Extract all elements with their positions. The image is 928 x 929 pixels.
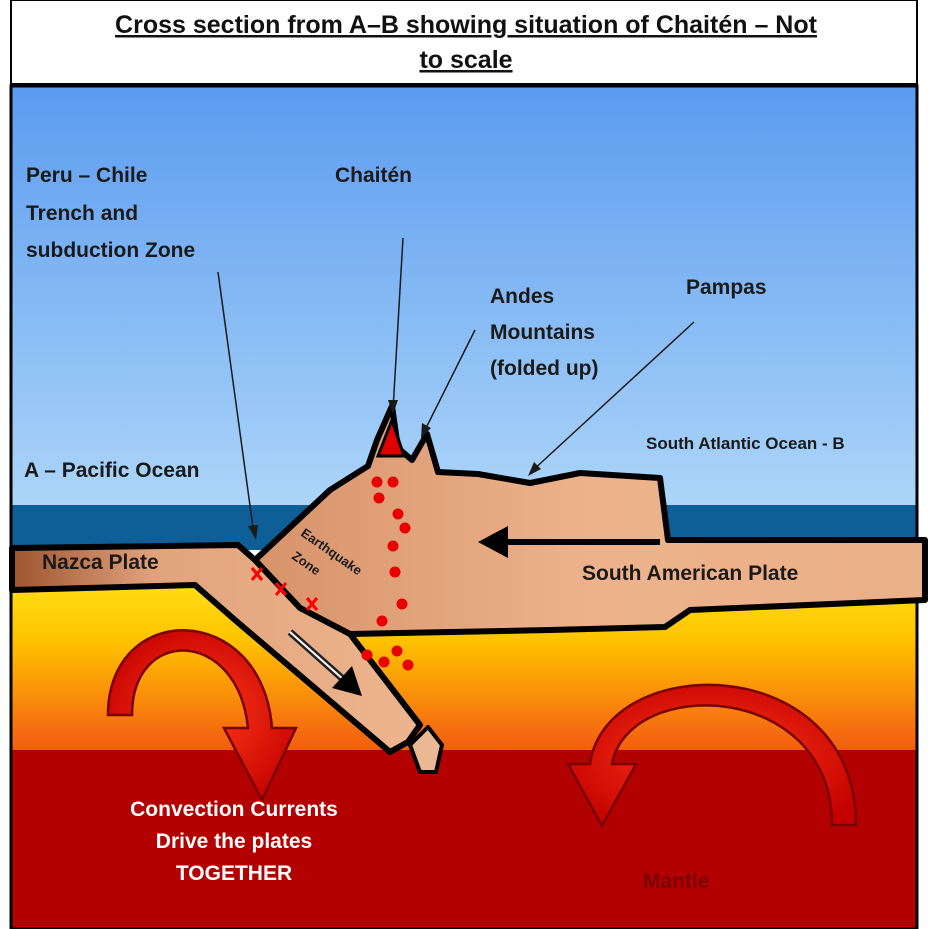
- label-south-american-plate: South American Plate: [582, 562, 798, 585]
- label-chaiten: Chaitén: [335, 164, 412, 187]
- label-trench-line3: subduction Zone: [26, 239, 195, 262]
- label-convection-line3: TOGETHER: [176, 862, 292, 885]
- label-trench-line2: Trench and: [26, 202, 138, 225]
- diagram-title-line1: Cross section from A–B showing situation…: [115, 11, 818, 39]
- label-pacific-ocean: A – Pacific Ocean: [24, 459, 199, 482]
- label-trench-line1: Peru – Chile: [26, 164, 147, 187]
- label-andes-line2: Mountains: [490, 321, 595, 344]
- mantle-deep-layer: [11, 750, 917, 929]
- label-convection-line2: Drive the plates: [156, 830, 312, 853]
- diagram-title-line2: to scale: [419, 46, 512, 74]
- label-andes-line3: (folded up): [490, 357, 598, 380]
- label-south-atlantic-ocean: South Atlantic Ocean - B: [646, 434, 845, 453]
- label-mantle: Mantle: [643, 870, 710, 893]
- label-andes-line1: Andes: [490, 285, 554, 308]
- label-convection-line1: Convection Currents: [130, 798, 338, 821]
- label-pampas: Pampas: [686, 276, 767, 299]
- title-box: Cross section from A–B showing situation…: [11, 0, 917, 84]
- label-nazca-plate: Nazca Plate: [42, 551, 159, 574]
